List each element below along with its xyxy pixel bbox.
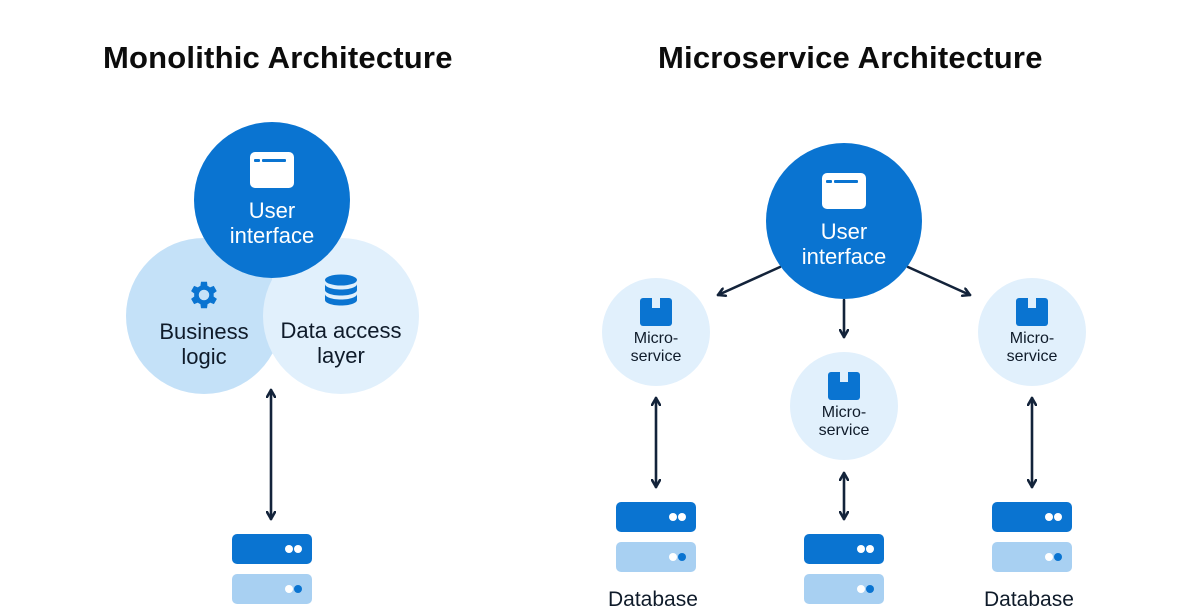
mono-user-interface-circle: User interface <box>194 122 350 278</box>
window-icon <box>822 172 866 209</box>
box-icon <box>828 371 860 400</box>
ui-to-service-left-arrow <box>716 265 782 295</box>
data-access-label-line2: layer <box>317 343 365 368</box>
data-access-label-line1: Data access <box>280 317 402 343</box>
mono-server-icon-top <box>232 534 312 564</box>
gear-icon <box>191 281 217 308</box>
left-server-icon-bottom <box>616 542 696 572</box>
micro-ui-label-line1: User <box>820 218 868 244</box>
box-icon <box>1016 297 1048 326</box>
microservice-left-label-line1: Micro- <box>633 329 679 347</box>
mono-ui-label-line1: User <box>248 197 296 223</box>
database-label-left: Database <box>608 588 698 611</box>
microservice-right-label-line2: service <box>1006 348 1058 365</box>
microservice-circle-left: Micro- service <box>602 278 710 386</box>
microservice-title: Microservice Architecture <box>658 40 1043 75</box>
monolithic-title: Monolithic Architecture <box>103 40 453 75</box>
microservice-circle-center: Micro- service <box>790 352 898 460</box>
micro-user-interface-circle: User interface <box>766 143 922 299</box>
center-server-icon-top <box>804 534 884 564</box>
business-logic-circle: Business logic <box>126 238 282 394</box>
database-label-right: Database <box>984 588 1074 611</box>
right-server-icon-top <box>992 502 1072 532</box>
mono-ui-label-line2: interface <box>229 223 315 248</box>
microservice-circle-right: Micro- service <box>978 278 1086 386</box>
mono-server-icon-bottom <box>232 574 312 604</box>
business-logic-label-line1: Business <box>159 318 249 344</box>
box-icon <box>640 297 672 326</box>
left-server-icon-top <box>616 502 696 532</box>
business-logic-label-line2: logic <box>181 344 227 369</box>
window-icon <box>250 151 294 188</box>
microservice-right-label-line1: Micro- <box>1009 329 1055 347</box>
center-server-icon-bottom <box>804 574 884 604</box>
micro-ui-label-line2: interface <box>801 244 887 269</box>
database-icon <box>325 274 357 306</box>
microservice-left-label-line2: service <box>630 348 682 365</box>
ui-to-service-right-arrow <box>906 265 972 295</box>
right-server-icon-bottom <box>992 542 1072 572</box>
microservice-center-label-line1: Micro- <box>821 403 867 421</box>
microservice-center-label-line2: service <box>818 422 870 439</box>
